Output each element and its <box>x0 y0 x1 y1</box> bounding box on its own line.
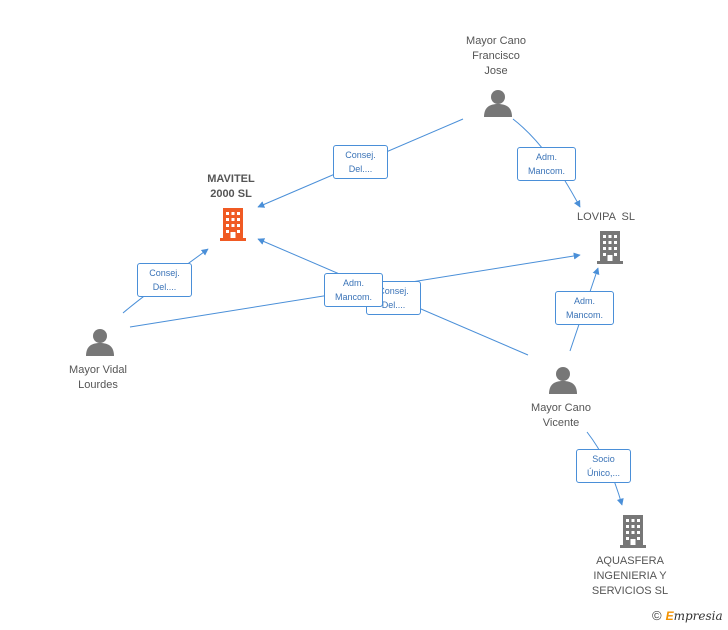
edge-label-line: Socio <box>592 454 615 464</box>
node-label-line: Lourdes <box>78 379 118 391</box>
node-label-aquasfera[interactable]: AQUASFERA INGENIERIA Y SERVICIOS SL <box>580 554 680 599</box>
node-label-line: Francisco <box>472 50 520 62</box>
edge-label-line: Adm. <box>535 152 557 162</box>
person-icon[interactable] <box>86 329 114 356</box>
node-label-line: AQUASFERA <box>596 555 664 567</box>
node-label-francisco[interactable]: Mayor Cano Francisco Jose <box>451 34 541 79</box>
edge-label-line: Consej. <box>345 150 376 160</box>
edge-label-line: Único,... <box>586 468 620 478</box>
node-label-line: Mayor Cano <box>531 402 591 414</box>
copyright-symbol: © <box>652 608 662 623</box>
edge-label-line: Mancom. <box>334 292 372 302</box>
edge-label-francisco-lovipa[interactable]: Adm. Mancom. <box>517 147 576 181</box>
node-label-lovipa[interactable]: LOVIPA SL <box>566 210 646 225</box>
node-label-line: SERVICIOS SL <box>591 585 669 597</box>
edge-label-vicente-aquasfera[interactable]: Socio Único,... <box>576 449 631 483</box>
node-label-line: MAVITEL <box>207 173 255 185</box>
edge-label-line: Mancom. <box>527 166 565 176</box>
node-label-line: Vicente <box>542 417 580 429</box>
node-label-line: INGENIERIA Y <box>593 570 667 582</box>
node-label-line: Mayor Cano <box>466 35 526 47</box>
brand-first-letter: E <box>665 609 674 623</box>
person-icon[interactable] <box>549 367 577 394</box>
node-label-mavitel[interactable]: MAVITEL 2000 SL <box>196 172 266 202</box>
edge-label-vicente-lovipa[interactable]: Adm. Mancom. <box>555 291 614 325</box>
edge-label-line: Del.... <box>348 164 373 174</box>
node-label-line: 2000 SL <box>210 188 252 200</box>
empresia-logo: ©Empresia <box>652 608 723 623</box>
node-label-line: Jose <box>484 65 508 77</box>
edge-label-line: Del.... <box>381 300 406 310</box>
edge-label-line: Del.... <box>152 282 177 292</box>
node-label-vicente[interactable]: Mayor Cano Vicente <box>516 401 606 431</box>
person-icon[interactable] <box>484 90 512 117</box>
node-label-line: Mayor Vidal <box>69 364 127 376</box>
edge-label-lourdes-mavitel[interactable]: Consej. Del.... <box>137 263 192 297</box>
brand-name-rest: mpresia <box>673 609 723 623</box>
node-label-line: LOVIPA SL <box>577 211 635 223</box>
building-icon[interactable] <box>620 515 646 548</box>
edge-label-line: Adm. <box>342 278 364 288</box>
edge-label-francisco-mavitel[interactable]: Consej. Del.... <box>333 145 388 179</box>
edge-label-line: Mancom. <box>565 310 603 320</box>
edge-label-line: Adm. <box>573 296 595 306</box>
edge-label-lourdes-lovipa[interactable]: Adm. Mancom. <box>324 273 383 307</box>
building-icon[interactable] <box>220 208 246 241</box>
node-label-lourdes[interactable]: Mayor Vidal Lourdes <box>53 363 143 393</box>
building-icon[interactable] <box>597 231 623 264</box>
edge-label-line: Consej. <box>378 286 409 296</box>
edge-label-line: Consej. <box>149 268 180 278</box>
